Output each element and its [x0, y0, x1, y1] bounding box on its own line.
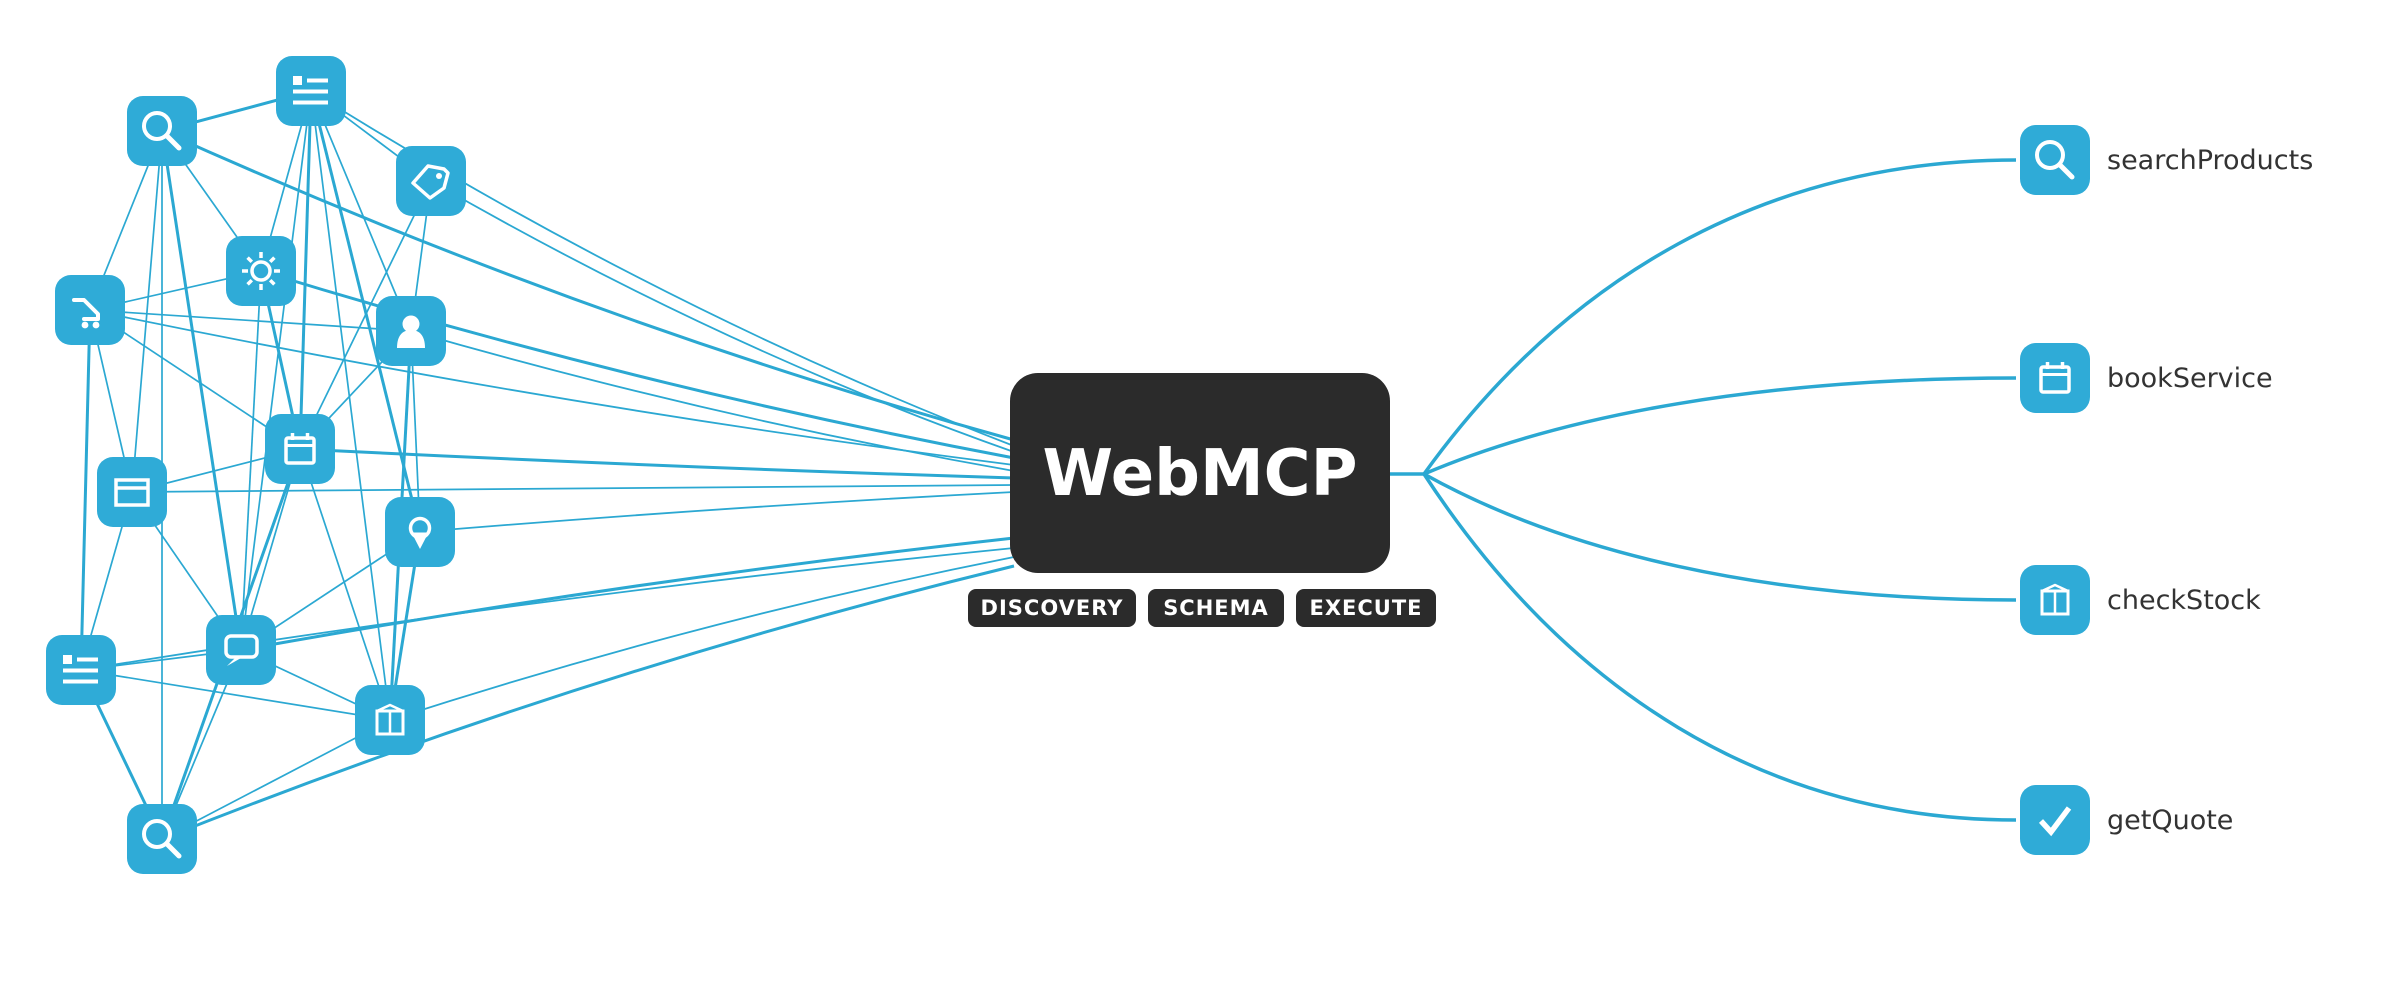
hub-badge: DISCOVERY: [968, 589, 1136, 627]
connection-line: [89, 309, 412, 332]
calendar-icon: [2039, 362, 2071, 394]
connection-line: [309, 90, 422, 533]
person-icon: [397, 315, 425, 348]
connection-line: [240, 90, 312, 651]
hub-link-line: [419, 491, 1015, 533]
package-icon: [2040, 583, 2070, 616]
hub-badge-label: DISCOVERY: [981, 596, 1124, 620]
calendar-icon: [284, 433, 316, 465]
connection-line: [298, 90, 313, 450]
hub-inbound-connections: [80, 90, 1015, 841]
hub-badge-label: EXECUTE: [1309, 596, 1422, 620]
list-icon: [293, 76, 328, 105]
fan-line: [1422, 473, 2017, 822]
tool-item-checkStock: checkStock: [2020, 565, 2261, 635]
tool-label: getQuote: [2107, 805, 2233, 836]
tool-icon-getQuote: [2020, 785, 2090, 855]
web-capability-node: [55, 275, 125, 345]
connection-line: [240, 270, 262, 651]
chat-icon: [224, 634, 259, 666]
tag-icon: [411, 164, 450, 200]
tool-item-getQuote: getQuote: [2020, 785, 2233, 855]
hub-link-line: [161, 564, 1015, 841]
hub-link-line: [161, 129, 1015, 442]
hub-link-line: [389, 556, 1015, 721]
hub-box: [1010, 373, 1390, 573]
hub-badge: SCHEMA: [1148, 589, 1284, 627]
credit-card-icon: [114, 478, 150, 507]
web-capability-node: [265, 414, 335, 484]
connection-line: [310, 90, 412, 332]
connection-line: [80, 669, 391, 721]
map-pin-icon: [408, 516, 432, 549]
cart-icon: [72, 298, 100, 329]
web-capability-node: [376, 296, 446, 366]
tool-item-searchProducts: searchProducts: [2020, 125, 2313, 195]
connection-line: [299, 448, 391, 721]
hub-link-line: [299, 447, 1015, 480]
hub-badges: DISCOVERY SCHEMA EXECUTE: [968, 589, 1436, 627]
connection-line: [161, 719, 391, 840]
hub-outbound-connections: [1390, 158, 2017, 822]
connection-line: [89, 309, 301, 450]
connection-line: [79, 309, 92, 671]
tool-label: bookService: [2107, 363, 2273, 394]
package-icon: [375, 703, 405, 736]
tool-item-bookService: bookService: [2020, 343, 2273, 413]
web-capability-node: [226, 236, 296, 306]
connection-line: [299, 180, 432, 450]
web-capability-node: [396, 146, 466, 216]
web-capability-node: [46, 635, 116, 705]
connection-line: [310, 90, 391, 721]
hub-link-line: [89, 309, 1015, 466]
fan-line: [1422, 158, 2017, 476]
hub-link-line: [310, 90, 1015, 447]
hub-link-line: [430, 180, 1015, 453]
tool-icon-bookService: [2020, 343, 2090, 413]
web-capability-node: [97, 457, 167, 527]
hub-link-line: [410, 330, 1015, 472]
hub-title: WebMCP: [1042, 437, 1357, 511]
web-capability-node: [206, 615, 276, 685]
connection-line: [160, 130, 243, 651]
web-capability-node: [355, 685, 425, 755]
hub-badge-label: SCHEMA: [1163, 596, 1269, 620]
web-capability-node: [276, 56, 346, 126]
web-capability-node: [127, 96, 197, 166]
tool-label: checkStock: [2107, 585, 2261, 616]
checkmark-icon: [2038, 806, 2072, 837]
search-icon: [2035, 140, 2075, 180]
search-icon: [142, 111, 182, 151]
hub-badge: EXECUTE: [1296, 589, 1436, 627]
hub-link-line: [240, 536, 1015, 652]
tool-icon-searchProducts: [2020, 125, 2090, 195]
tool-icon-checkStock: [2020, 565, 2090, 635]
fan-line: [1423, 472, 2017, 602]
tool-list: searchProducts bookService checkStock getQu…: [2020, 125, 2313, 855]
connection-line: [131, 130, 163, 493]
search-icon: [142, 819, 182, 859]
left-node-icons: [46, 56, 466, 874]
sun-icon: [242, 252, 280, 290]
webmcp-hub: WebMCP DISCOVERY SCHEMA EXECUTE: [968, 373, 1436, 627]
list-icon: [63, 655, 98, 684]
hub-link-line: [131, 484, 1015, 493]
web-capability-node: [127, 804, 197, 874]
fan-line: [1423, 376, 2017, 476]
tool-label: searchProducts: [2107, 145, 2313, 176]
web-capability-node: [385, 497, 455, 567]
hub-link-line: [260, 269, 1015, 460]
